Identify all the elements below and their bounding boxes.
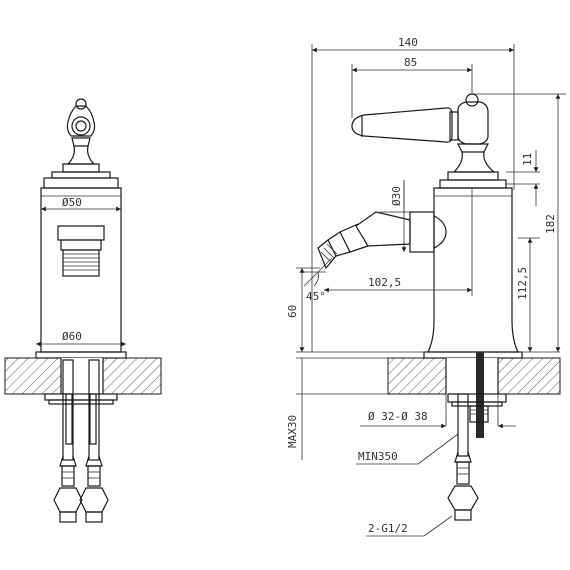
dim-max30: MAX30: [286, 358, 303, 460]
dim-11-label: 11: [521, 153, 534, 166]
front-view: Ø50 Ø60: [4, 98, 162, 523]
dim-d50: Ø50: [41, 196, 121, 212]
dim-60: 60: [286, 268, 305, 352]
dim-102-5-label: 102,5: [368, 276, 401, 289]
side-lever: [351, 93, 507, 189]
side-spout: [317, 211, 447, 270]
dim-d50-label: Ø50: [62, 196, 82, 209]
dim-85-label: 85: [404, 56, 417, 69]
dim-140: 140: [312, 36, 514, 53]
dim-45-angle: 45°: [303, 257, 333, 303]
side-hose: [447, 393, 479, 521]
side-fixing: [447, 352, 507, 438]
front-handle: [43, 98, 119, 189]
dim-45-label: 45°: [306, 290, 326, 303]
dim-182-label: 182: [544, 214, 557, 234]
dim-d32-38: Ø 32-Ø 38: [360, 394, 516, 429]
side-countertop: [387, 357, 561, 395]
dim-min350-label: MIN350: [358, 450, 398, 463]
front-countertop: [4, 357, 162, 395]
front-hoses: [53, 359, 109, 523]
dim-d60-label: Ø60: [62, 330, 82, 343]
dim-d30: Ø30: [380, 180, 410, 252]
dim-11: 11: [521, 150, 539, 206]
dim-102-5: 102,5: [324, 188, 473, 296]
dim-d60: Ø60: [36, 330, 126, 347]
side-view: 140 85 Ø30 11 182 112,5: [286, 36, 566, 537]
dim-60-label: 60: [286, 305, 299, 318]
front-fixing: [44, 393, 118, 445]
dim-d32-38-label: Ø 32-Ø 38: [368, 410, 428, 423]
dim-min350: MIN350: [356, 433, 459, 465]
dim-140-label: 140: [398, 36, 418, 49]
front-nozzle: [57, 225, 105, 277]
dim-112-5: 112,5: [516, 238, 533, 352]
dim-d30-label: Ø30: [390, 186, 403, 206]
dim-thread: 2-G1/2: [366, 515, 453, 537]
dim-112-5-label: 112,5: [516, 267, 529, 300]
extension-lines: [296, 44, 566, 395]
dim-182: 182: [544, 94, 561, 352]
dim-thread-label: 2-G1/2: [368, 522, 408, 535]
side-body: [427, 187, 519, 353]
dim-max30-label: MAX30: [286, 415, 299, 448]
dim-85: 85: [352, 56, 472, 73]
